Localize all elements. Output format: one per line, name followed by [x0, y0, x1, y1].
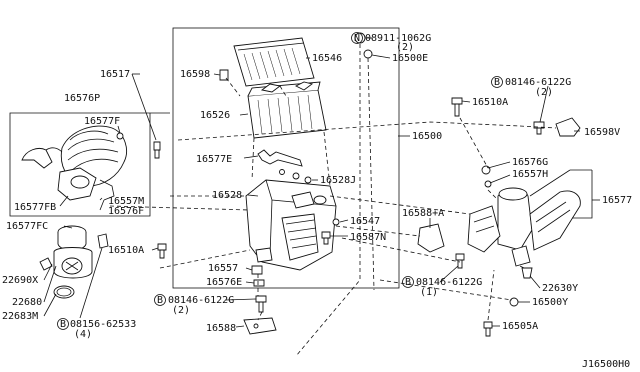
- bolt-08146-mid: [455, 253, 465, 269]
- label-16577FC: 16577FC: [6, 221, 48, 232]
- bolt-08146-top: [533, 121, 545, 135]
- assembly-dashed-lines: [109, 44, 557, 357]
- label-08146-bottom: 08146-6122G: [168, 295, 234, 306]
- label-08156: 08156-62533: [70, 319, 136, 330]
- label-16576P: 16576P: [64, 93, 100, 104]
- label-08146-top-qty: (2): [535, 87, 553, 98]
- label-08911-qty: (2): [396, 42, 414, 53]
- bolt-symbol-08156: B: [60, 319, 66, 330]
- label-16510A-left: 16510A: [108, 245, 144, 256]
- label-16500: 16500: [412, 131, 442, 142]
- filter-element-16526: [247, 81, 327, 139]
- bolt-16510A-left: [157, 243, 167, 259]
- label-16598V: 16598V: [584, 127, 620, 138]
- label-16546: 16546: [312, 53, 342, 64]
- diagram-code: J16500H0: [582, 359, 630, 370]
- label-16588A: 16588+A: [402, 208, 444, 219]
- label-16500Y: 16500Y: [532, 297, 568, 308]
- bolt-16517: [153, 141, 161, 159]
- label-08146-top: 08146-6122G: [505, 77, 571, 88]
- label-16557: 16557: [208, 263, 238, 274]
- label-16547: 16547: [350, 216, 380, 227]
- label-16577FB: 16577FB: [14, 202, 56, 213]
- grommet-16500E: [363, 49, 373, 59]
- label-16517: 16517: [100, 69, 130, 80]
- label-22630Y: 22630Y: [542, 283, 578, 294]
- bush-16557: [251, 265, 263, 275]
- air-cleaner-lower-case-16528: [245, 179, 337, 271]
- left-frame: [9, 112, 170, 217]
- bush-16557H: [484, 180, 492, 188]
- bolt-08146-bottom: [255, 295, 267, 313]
- label-16577: 16577: [602, 195, 632, 206]
- leader-lines: [43, 37, 600, 328]
- label-16588: 16588: [206, 323, 236, 334]
- hose-16577E: [257, 149, 303, 180]
- throttle-body-drawing: [39, 225, 109, 299]
- nut-symbol-08911: N: [354, 33, 360, 44]
- bolt-16505A: [483, 321, 493, 337]
- label-08911: 08911-1062G: [365, 33, 431, 44]
- symbol-circles: [57, 32, 503, 330]
- label-16528J: 16528J: [320, 175, 356, 186]
- label-16526: 16526: [200, 110, 230, 121]
- label-08156-qty: (4): [74, 329, 92, 340]
- label-22680: 22680: [12, 297, 42, 308]
- label-22683M: 22683M: [2, 311, 38, 322]
- label-16500E: 16500E: [392, 53, 428, 64]
- label-16577E: 16577E: [196, 154, 232, 165]
- label-08146-mid-qty: (1): [420, 287, 438, 298]
- grommet-16576E: [253, 279, 265, 287]
- bracket-16588A: [417, 223, 445, 253]
- bolt-symbol-08146-mid: B: [405, 277, 411, 288]
- grommet-16576G: [481, 165, 491, 175]
- bolt-symbol-08146-bottom: B: [157, 295, 163, 306]
- label-16598: 16598: [180, 69, 210, 80]
- bracket-16598V: [555, 117, 581, 137]
- label-16576G: 16576G: [512, 157, 548, 168]
- label-16557H: 16557H: [512, 169, 548, 180]
- label-16577F: 16577F: [84, 116, 120, 127]
- label-16557M: 16557M: [108, 196, 144, 207]
- filter-element-16546: [233, 37, 315, 87]
- bracket-16588: [243, 317, 277, 335]
- label-08146-mid: 08146-6122G: [416, 277, 482, 288]
- bush-16547: [332, 218, 340, 226]
- main-frame: [172, 27, 400, 289]
- label-16576E: 16576E: [206, 277, 242, 288]
- bolt-16587N: [321, 231, 331, 245]
- bolt-16510A-right: [451, 97, 463, 117]
- bolt-symbol-08146-top: B: [494, 77, 500, 88]
- label-08146-bottom-qty: (2): [172, 305, 190, 316]
- label-16505A: 16505A: [502, 321, 538, 332]
- clip-22630Y: [521, 267, 533, 279]
- label-16510A-right: 16510A: [472, 97, 508, 108]
- label-16576F: 16576F: [108, 206, 144, 217]
- label-16528: 16528: [212, 190, 242, 201]
- intake-duct-drawing: [21, 125, 127, 201]
- label-16587N: 16587N: [350, 232, 386, 243]
- resonator-16577: [467, 187, 581, 267]
- label-22690X: 22690X: [2, 275, 38, 286]
- grommet-16528J: [304, 176, 312, 184]
- grommet-16500Y: [509, 297, 519, 307]
